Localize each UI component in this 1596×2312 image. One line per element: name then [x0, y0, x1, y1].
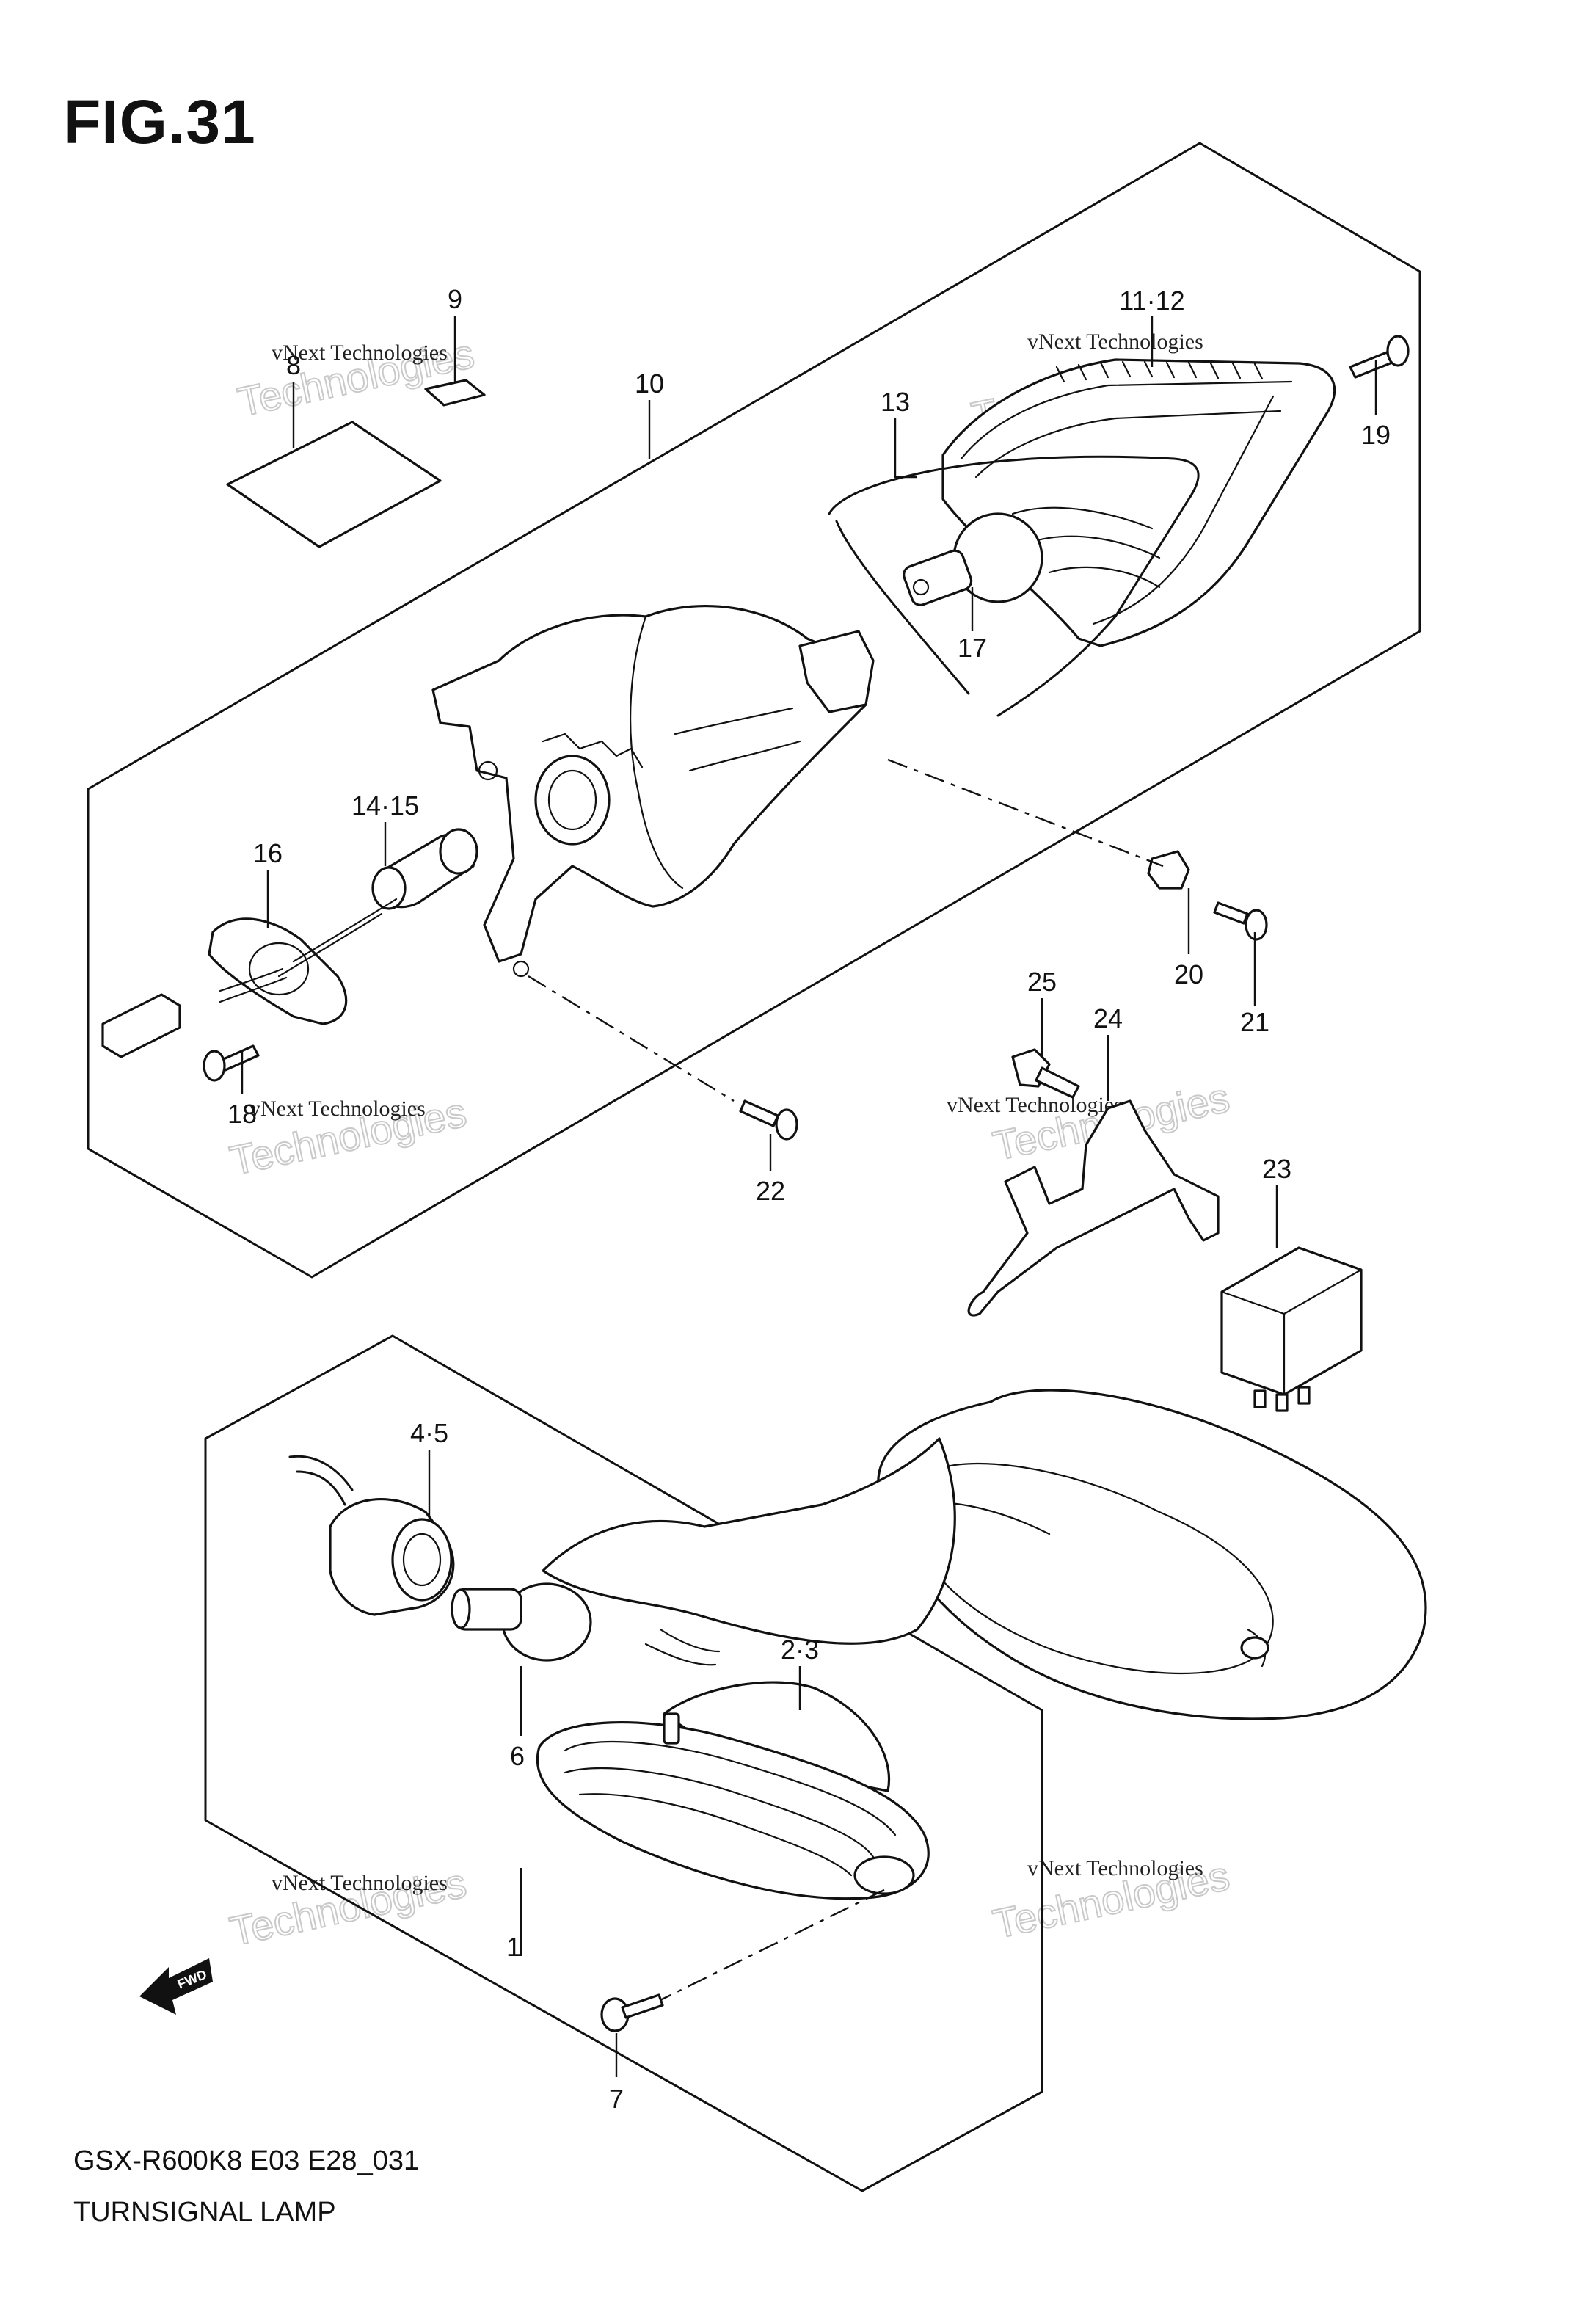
callout-25: 25: [1027, 967, 1057, 997]
watermark-text: vNext Technologies: [947, 1093, 1123, 1117]
callout-19: 19: [1361, 420, 1391, 450]
callout-4-5: 4·5: [410, 1418, 448, 1448]
part-10-rear-housing: [431, 605, 875, 978]
part-8-pad: [226, 421, 442, 548]
callout-17: 17: [958, 633, 987, 663]
part-22-screw: [739, 1099, 798, 1141]
callout-10: 10: [635, 368, 664, 399]
part-24-bracket: [967, 1099, 1220, 1317]
callout-labels: 1 2·3 4·5 6 7 8 9 10 11·12 13 14·15 16 1…: [227, 284, 1391, 2114]
part-23-relay: [1220, 1246, 1363, 1412]
watermark-text: vNext Technologies: [1027, 1856, 1203, 1880]
part-16-grommet: [101, 898, 398, 1058]
part-6-bulb: [451, 1582, 592, 1662]
watermark-text: vNext Technologies: [272, 341, 448, 365]
part-11-12-rear-lens: [941, 358, 1336, 647]
part-7-screw: [600, 1993, 664, 2032]
watermark-text: vNext Technologies: [272, 1871, 448, 1895]
part-18-screw: [203, 1044, 260, 1082]
callout-18: 18: [227, 1099, 257, 1129]
callout-1: 1: [506, 1932, 521, 1962]
callout-21: 21: [1240, 1007, 1269, 1037]
part-25-bolt: [1011, 1048, 1080, 1099]
mirror-housing: [542, 1389, 1427, 1720]
callout-23: 23: [1262, 1154, 1291, 1184]
fwd-arrow-icon: FWD: [139, 1958, 213, 2015]
leader-lines: [241, 316, 1377, 2077]
assembly-center-lines: [528, 758, 1164, 2002]
figure-title: FIG.31: [63, 87, 256, 156]
model-code: GSX-R600K8 E03 E28_031: [73, 2145, 420, 2176]
callout-6: 6: [510, 1741, 525, 1771]
part-4-5-front-socket: [288, 1455, 455, 1616]
part-14-15-socket: [371, 828, 478, 910]
callout-13: 13: [881, 387, 910, 417]
callout-8: 8: [286, 350, 301, 380]
watermark-text: vNext Technologies: [249, 1097, 426, 1121]
callout-2-3: 2·3: [781, 1635, 819, 1665]
part-19-screw: [1349, 335, 1410, 379]
part-13-gasket: [828, 455, 1200, 717]
callout-14-15: 14·15: [351, 790, 419, 821]
callout-22: 22: [756, 1176, 785, 1206]
part-21-screw: [1213, 901, 1268, 941]
part-13-gasket-lower: [835, 520, 970, 695]
callout-24: 24: [1093, 1003, 1123, 1033]
figure-name: TURNSIGNAL LAMP: [73, 2197, 336, 2228]
callout-11-12: 11·12: [1119, 286, 1184, 316]
part-20-nut: [1147, 850, 1190, 890]
watermark-text: vNext Technologies: [1027, 330, 1203, 354]
front-lamp-assembly-boundary: [204, 1334, 1043, 2192]
part-9-strip: [424, 379, 486, 407]
part-17-bulb: [903, 512, 1043, 606]
rear-lamp-assembly-boundary: [87, 142, 1421, 1279]
callout-20: 20: [1174, 959, 1203, 989]
part-2-3-front-lens: [536, 1681, 930, 1900]
callout-9: 9: [448, 284, 462, 314]
callout-16: 16: [253, 838, 283, 868]
callout-7: 7: [609, 2084, 624, 2114]
